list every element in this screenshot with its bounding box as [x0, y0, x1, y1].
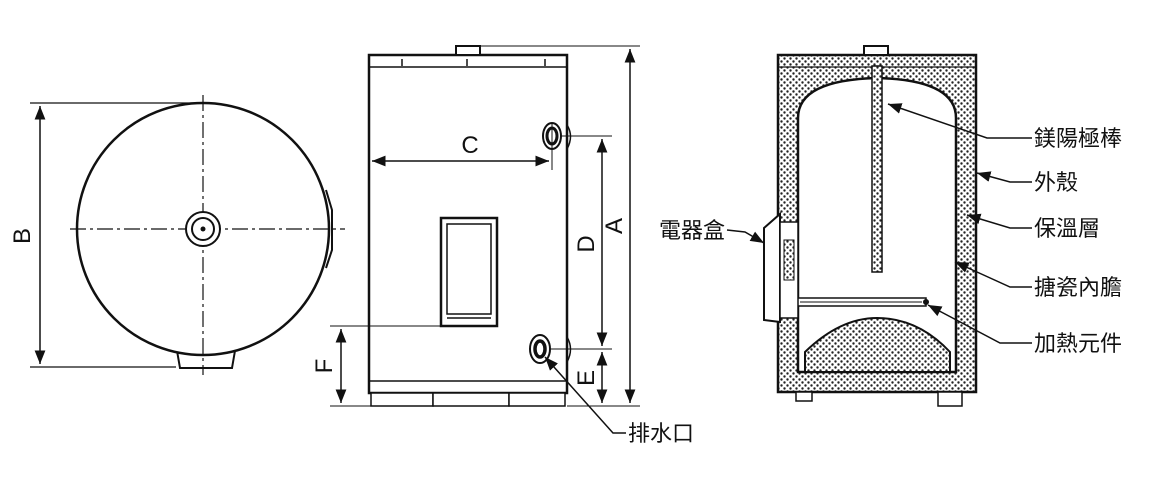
heating-callout-leader: [927, 304, 1032, 344]
front-view-foot-2: [432, 392, 510, 407]
drain-callout-leader: [544, 356, 626, 434]
heating-callout-label: 加熱元件: [1034, 332, 1122, 357]
front-view-drain-port-inner: [533, 339, 547, 359]
section-foot-right: [937, 391, 963, 407]
dim-f-label: F: [311, 359, 338, 374]
section-bottom-dome: [804, 316, 951, 373]
inner-tank-callout-label: 搪瓷內膽: [1034, 276, 1122, 301]
section-thermostat: [783, 239, 795, 281]
section-foot-left: [795, 391, 813, 402]
top-view: B: [9, 95, 345, 375]
top-view-side-bump: [325, 189, 333, 269]
section-heating-element-tip: [923, 299, 929, 305]
inner-tank-callout-leader: [954, 261, 1032, 288]
shell-callout-leader: [976, 171, 1032, 183]
insulation-callout-leader: [966, 213, 1032, 229]
front-view-foot-1: [370, 392, 434, 407]
shell-callout-label: 外殼: [1034, 171, 1078, 196]
front-view-panel-window: [446, 223, 492, 315]
insulation-callout-label: 保溫層: [1034, 217, 1100, 242]
section-control-box: [763, 211, 781, 324]
front-view: C A D E F 排水口: [311, 45, 694, 447]
control-box-callout-label: 電器盒: [659, 219, 725, 244]
anode-callout-leader: [887, 103, 1032, 139]
section-view: 鎂陽極棒 外殼 保溫層 搪瓷內膽 加熱元件 電器盒: [659, 45, 1122, 407]
front-view-foot-3: [508, 392, 566, 407]
dim-e-label: E: [573, 370, 600, 386]
dim-b-label: B: [9, 228, 36, 244]
top-view-port-center: [200, 226, 206, 232]
front-view-top-connector: [455, 45, 481, 56]
drain-callout-label: 排水口: [628, 422, 694, 447]
dim-d-label: D: [573, 235, 600, 252]
control-box-callout-leader: [726, 229, 765, 244]
dim-a-label: A: [601, 218, 628, 234]
anode-callout-label: 鎂陽極棒: [1034, 127, 1122, 152]
section-top-connector: [863, 45, 889, 56]
section-anode-rod: [871, 65, 883, 273]
dim-c-label: C: [461, 132, 478, 159]
